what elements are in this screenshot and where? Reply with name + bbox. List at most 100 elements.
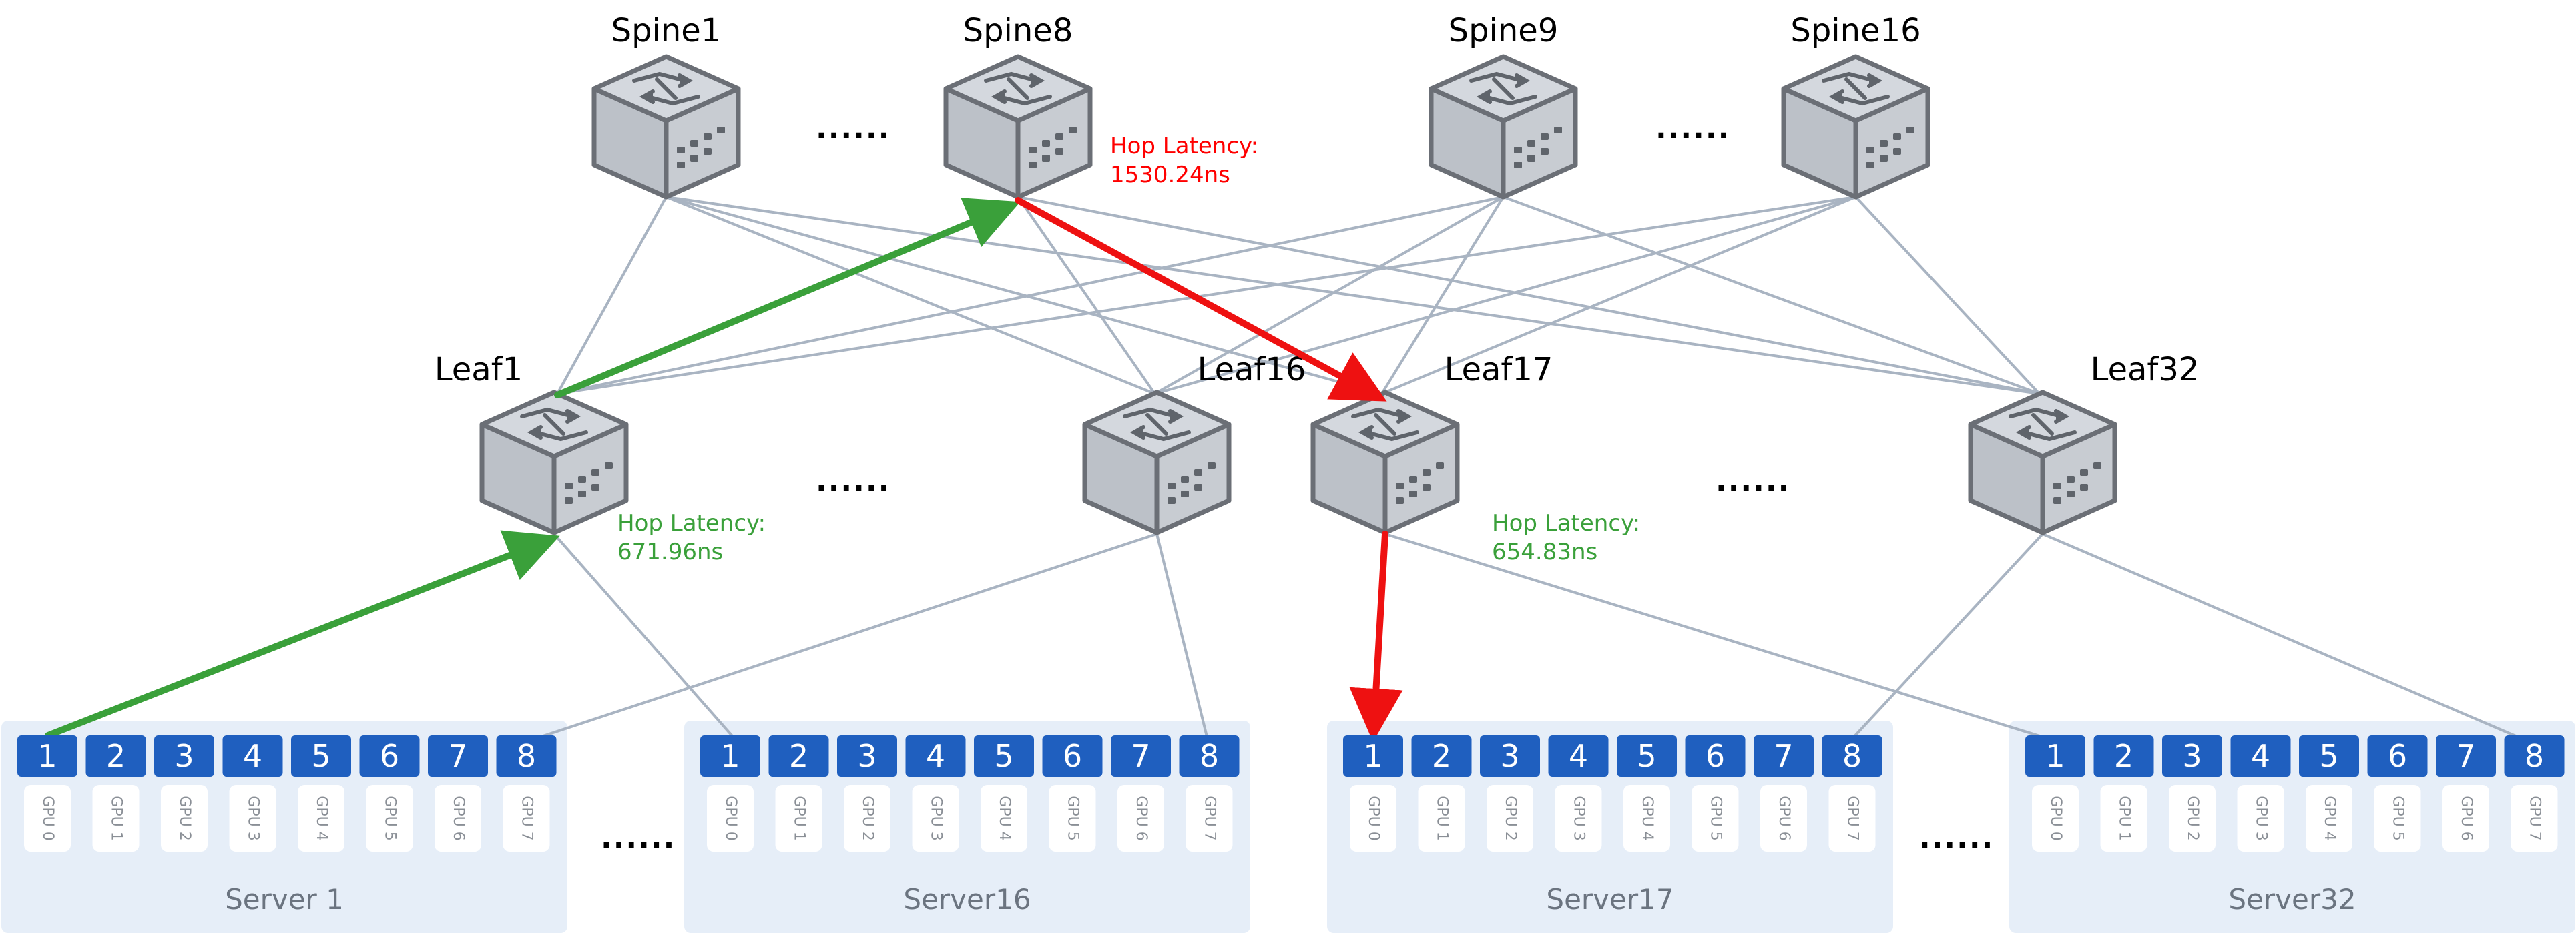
gpu-port [1042,735,1103,777]
ellipses: ...... ...... ...... ...... ...... .....… [601,111,1994,855]
network-switch-icon [1469,71,1537,106]
gpu-port [700,735,760,777]
port-number: 7 [1774,738,1793,774]
path-spine8-to-leaf17 [1015,197,1387,402]
spine-switch-1 [591,54,741,200]
port-number: 6 [380,738,399,774]
gpu-label: GPU 2 [2184,796,2201,840]
gpu-port [1822,735,1882,777]
gpu-label: GPU 0 [722,796,739,840]
gpu-port [2230,735,2291,777]
leaf-switch-3 [1310,390,1460,535]
server-ellipsis-right: ...... [1919,821,1994,855]
port-number: 4 [243,738,262,774]
port-number: 4 [926,738,945,774]
spine-switch-2 [943,54,1093,200]
port-number: 1 [37,738,57,774]
leaf-ellipsis-right: ...... [1716,464,1790,498]
gpu-card [1487,785,1533,852]
gpu-card [2442,785,2489,852]
port-number: 2 [789,738,808,774]
port-number: 5 [994,738,1013,774]
gpu-card [24,785,71,852]
gpu-card [2306,785,2352,852]
hop-latency-spine8-value: 1530.24ns [1110,162,1230,188]
port-number: 3 [1500,738,1519,774]
spine-label: Spine16 [1790,12,1920,49]
gpu-label: GPU 5 [1708,796,1724,840]
hop-latency-spine8-title: Hop Latency: [1110,133,1258,160]
port-number: 2 [1432,738,1451,774]
link [1380,196,1505,395]
gpu-port [1617,735,1677,777]
port-number: 3 [857,738,876,774]
spine-label: Spine1 [611,12,722,49]
gpu-label: GPU 5 [1065,796,1081,840]
port-number: 7 [1131,738,1150,774]
gpu-label: GPU 6 [1133,796,1149,840]
spine-ellipsis-left: ...... [816,111,890,145]
gpu-card [2032,785,2079,852]
link [556,196,668,394]
path-leaf17-to-gpu [1349,531,1403,742]
link [524,533,1157,743]
gpu-label: GPU 1 [791,796,808,840]
server-label-1: Server 1 [225,883,344,916]
port-number: 7 [2456,738,2475,774]
gpu-label: GPU 2 [1502,796,1519,840]
gpu-port [17,735,77,777]
gpu-card [1555,785,1602,852]
gpu-label: GPU 3 [1571,796,1587,840]
gpu-card [435,785,481,852]
link [1503,196,2040,395]
spine-switch-3 [1429,54,1578,200]
link [1017,196,2040,395]
port-number: 8 [2525,738,2544,774]
gpu-card [503,785,550,852]
gpu-card [1828,785,1876,852]
link [557,196,1504,395]
leaf-label: Leaf17 [1445,351,1553,388]
port-number: 6 [2388,738,2407,774]
port-number: 1 [1363,738,1382,774]
gpu-card [775,785,822,852]
gpu-label: GPU 6 [1776,796,1792,840]
gpu-label: GPU 5 [382,796,399,840]
gpu-card [1418,785,1465,852]
gpu-label: GPU 7 [519,796,535,840]
hop-latency-labels: Hop Latency: 671.96ns Hop Latency: 1530.… [617,133,1640,565]
gpu-label: GPU 3 [245,796,262,840]
path-gpu-to-leaf1 [45,530,560,739]
leaf-switch-2 [1082,390,1232,535]
gpu-port [2162,735,2222,777]
server-label-16: Server16 [903,883,1031,916]
gpu-port [1179,735,1240,777]
gpu-port [2093,735,2154,777]
gpu-port [2367,735,2428,777]
gpu-label: GPU 1 [1434,796,1451,840]
gpu-port [974,735,1034,777]
gpu-port [2504,735,2565,777]
network-switch-icon [2009,407,2077,442]
gpu-label: GPU 7 [1202,796,1218,840]
gpu-port [154,735,214,777]
gpu-card [366,785,413,852]
gpu-port [2436,735,2496,777]
gpu-card [298,785,344,852]
gpu-port [1480,735,1540,777]
leaf-ellipsis-left: ...... [816,464,890,498]
link [2042,533,2531,743]
port-number: 4 [1569,738,1588,774]
spine-ellipsis-right: ...... [1655,111,1730,145]
link [1154,196,1504,395]
gpu-label: GPU 4 [313,796,330,840]
link [1154,196,1856,395]
gpu-port [496,735,557,777]
gpu-port [1111,735,1171,777]
link [1854,196,2041,395]
gpu-label: GPU 3 [928,796,945,840]
